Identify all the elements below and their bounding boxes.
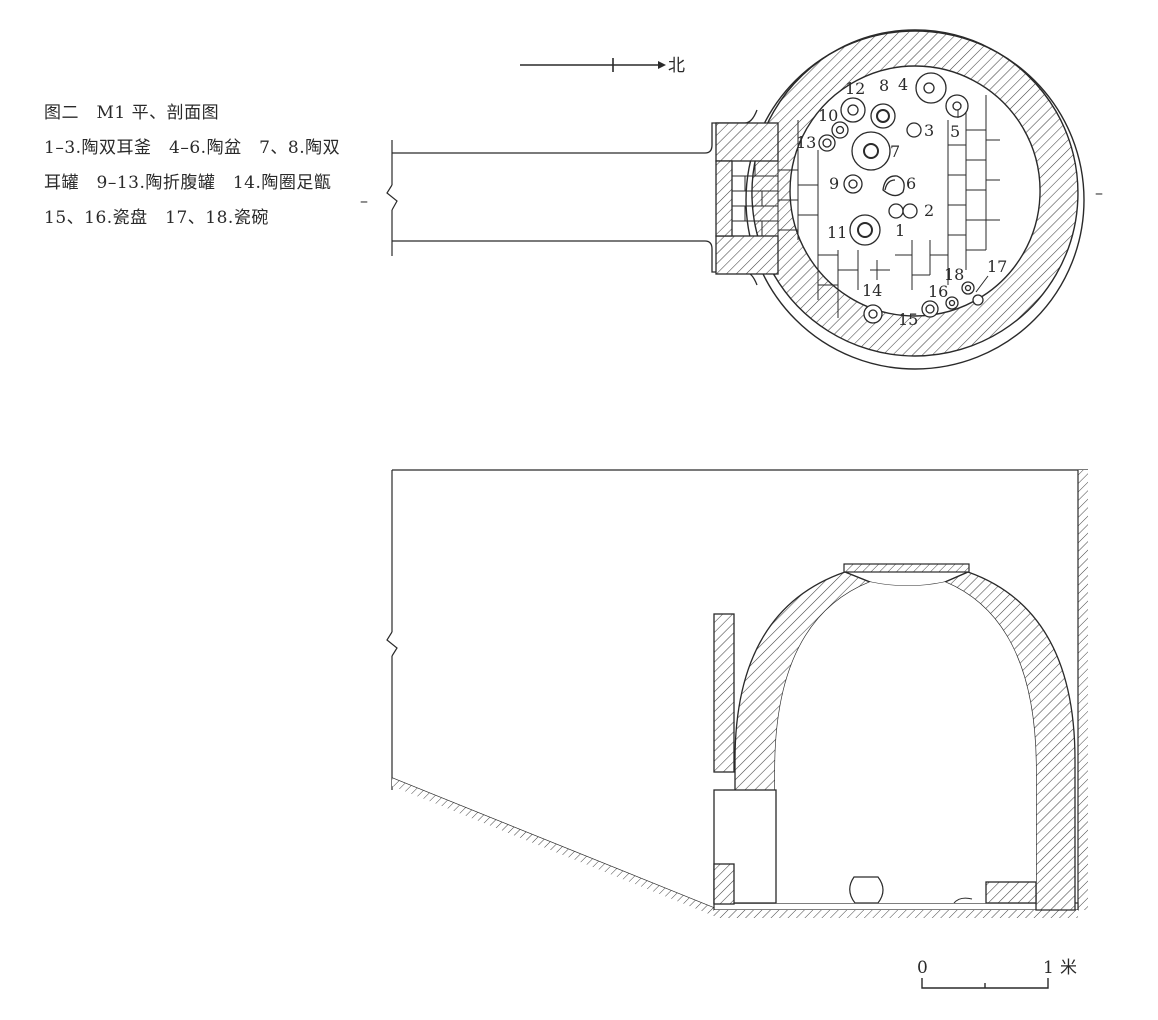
north-arrow: 北 bbox=[520, 56, 685, 76]
item-number-6: 6 bbox=[906, 174, 916, 193]
caption-title: 图二 M1 平、剖面图 bbox=[44, 103, 220, 123]
item-number-5: 5 bbox=[950, 122, 960, 141]
item-number-16: 16 bbox=[928, 282, 948, 301]
section-mark-left: – bbox=[360, 191, 368, 210]
north-label: 北 bbox=[668, 56, 685, 76]
item-number-14: 14 bbox=[862, 281, 882, 300]
item-number-9: 9 bbox=[829, 174, 839, 193]
item-number-8: 8 bbox=[879, 76, 889, 95]
item-number-15: 15 bbox=[898, 310, 918, 329]
item-number-7: 7 bbox=[890, 142, 900, 161]
scale-bar: 0 1 米 bbox=[917, 958, 1077, 989]
section-mark-right: – bbox=[1095, 183, 1103, 202]
item-number-2: 2 bbox=[924, 201, 934, 220]
item-number-12: 12 bbox=[845, 79, 865, 98]
caption-line-1: 1–3.陶双耳釜 4–6.陶盆 7、8.陶双 bbox=[44, 138, 341, 158]
plan-view: 1 2 3 4 5 6 7 8 9 10 11 12 13 14 15 16 1… bbox=[360, 29, 1103, 370]
scale-one: 1 bbox=[1043, 958, 1054, 978]
scale-unit: 米 bbox=[1060, 958, 1077, 978]
caption-line-3: 15、16.瓷盘 17、18.瓷碗 bbox=[44, 208, 269, 228]
figure-caption: 图二 M1 平、剖面图 1–3.陶双耳釜 4–6.陶盆 7、8.陶双 耳罐 9–… bbox=[44, 96, 364, 236]
item-number-1: 1 bbox=[895, 221, 905, 240]
item-number-17: 17 bbox=[987, 257, 1007, 276]
item-number-10: 10 bbox=[818, 106, 838, 125]
item-number-13: 13 bbox=[796, 133, 816, 152]
item-number-18: 18 bbox=[944, 265, 964, 284]
scale-zero: 0 bbox=[917, 958, 928, 978]
item-number-11: 11 bbox=[827, 223, 847, 242]
item-number-3: 3 bbox=[924, 121, 934, 140]
item-number-4: 4 bbox=[898, 75, 908, 94]
section-view bbox=[386, 469, 1088, 918]
caption-line-2: 耳罐 9–13.陶折腹罐 14.陶圈足甑 bbox=[44, 173, 332, 193]
